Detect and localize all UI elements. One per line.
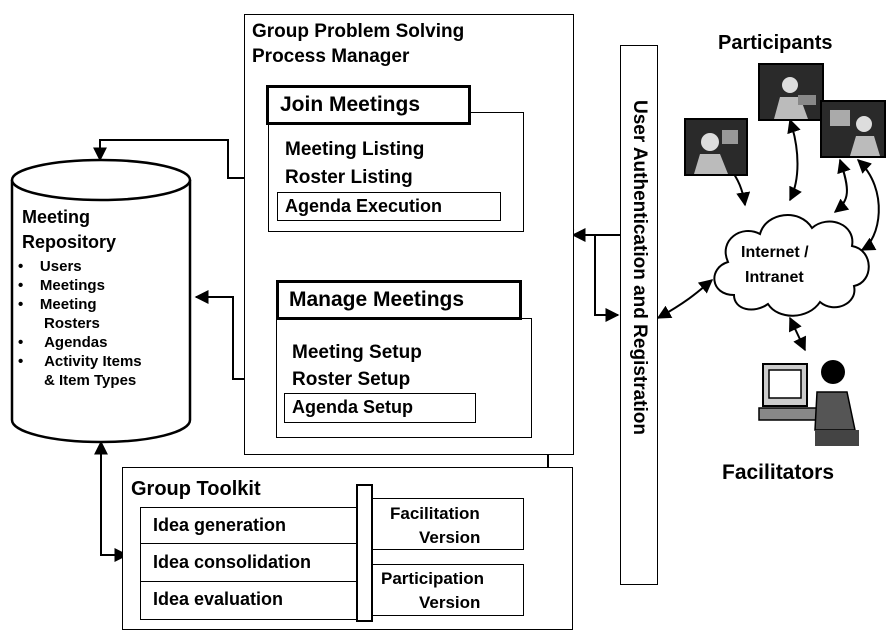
meeting-listing-label: Meeting Listing — [285, 139, 425, 160]
participation-version-line1: Participation — [381, 569, 484, 588]
agenda-execution-box — [277, 192, 501, 221]
user-authentication-box — [620, 45, 658, 585]
network-label-line1: Internet / — [741, 244, 809, 261]
facilitators-label: Facilitators — [722, 461, 835, 484]
idea-generation-row: Idea generation — [141, 508, 357, 544]
list-item: • Activity Items — [18, 353, 142, 370]
join-meetings-header-box — [266, 85, 471, 125]
user-authentication-label: User Authentication and Registration — [629, 100, 650, 435]
cloud-icon — [713, 214, 870, 317]
list-item: Rosters — [44, 315, 100, 332]
facilitator-icon — [758, 360, 859, 446]
group-toolkit-title: Group Toolkit — [131, 478, 261, 500]
agenda-setup-box — [284, 393, 476, 423]
idea-consolidation-row: Idea consolidation — [141, 544, 357, 582]
participant-photo-icon — [758, 63, 824, 121]
manage-meetings-header: Manage Meetings — [289, 288, 465, 311]
repository-title-line2: Repository — [22, 232, 117, 252]
manage-meetings-header-box — [276, 280, 522, 320]
list-item: • Agendas — [18, 334, 108, 351]
roster-listing-label: Roster Listing — [285, 167, 413, 188]
roster-setup-label: Roster Setup — [292, 369, 411, 390]
repository-title-line1: Meeting — [22, 207, 91, 227]
toolkit-vertical-bar — [356, 484, 373, 622]
process-manager-title-line2: Process Manager — [252, 46, 410, 67]
agenda-execution-label: Agenda Execution — [285, 196, 443, 216]
idea-evaluation-row: Idea evaluation — [153, 589, 284, 609]
participant-photo-icon — [684, 118, 748, 176]
list-item: • Users — [18, 258, 82, 275]
tool-list-box: Idea generation Idea consolidation Idea … — [140, 507, 358, 620]
join-meetings-header: Join Meetings — [280, 93, 421, 116]
network-label-line2: Intranet — [745, 269, 804, 286]
participation-version-box — [372, 564, 524, 616]
facilitation-version-line2: Version — [419, 528, 481, 547]
participant-photo-icon — [820, 100, 886, 158]
facilitation-version-box — [372, 498, 524, 550]
repository-item-list: • Users • Meetings • Meeting Rosters • A… — [18, 257, 188, 390]
process-manager-title-line1: Group Problem Solving — [252, 21, 465, 42]
participants-label: Participants — [718, 32, 833, 54]
agenda-setup-label: Agenda Setup — [292, 397, 414, 417]
meeting-repository-cylinder — [10, 158, 192, 444]
list-item: • Meetings — [18, 277, 105, 294]
list-item: & Item Types — [44, 372, 137, 389]
list-item: • Meeting — [18, 296, 97, 313]
participation-version-line2: Version — [419, 593, 481, 612]
meeting-setup-label: Meeting Setup — [292, 342, 422, 363]
facilitation-version-line1: Facilitation — [390, 504, 480, 523]
